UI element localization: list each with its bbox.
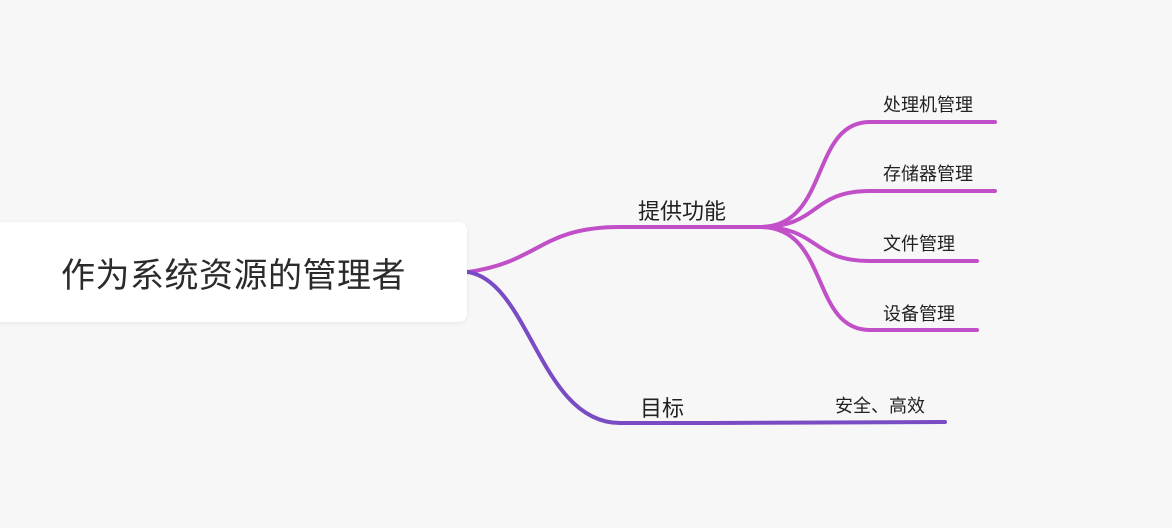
branch-goal[interactable]: 目标 (640, 397, 685, 422)
connector-goal-to-safe (706, 420, 947, 425)
root-topic[interactable]: 作为系统资源的管理者 (0, 222, 467, 322)
leaf-file-management[interactable]: 文件管理 (883, 234, 955, 255)
leaf-device-management[interactable]: 设备管理 (883, 304, 955, 325)
connector-functions-to-memory (758, 189, 997, 229)
connector-root-to-functions (466, 225, 762, 274)
root-topic-label: 作为系统资源的管理者 (61, 255, 406, 296)
leaf-safe-efficient[interactable]: 安全、高效 (835, 396, 925, 417)
connector-root-to-goal (466, 270, 712, 425)
leaf-processor-management[interactable]: 处理机管理 (883, 95, 973, 116)
connector-functions-to-processor (758, 120, 997, 229)
connector-functions-to-device (758, 225, 979, 332)
branch-functions[interactable]: 提供功能 (638, 200, 727, 225)
leaf-memory-management[interactable]: 存储器管理 (883, 164, 973, 185)
